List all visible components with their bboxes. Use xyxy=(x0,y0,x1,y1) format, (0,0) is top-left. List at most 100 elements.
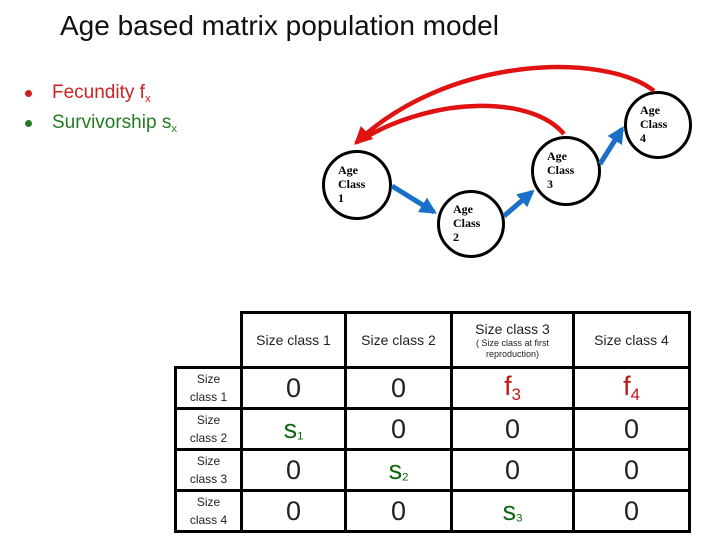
matrix-cell: 0 xyxy=(344,407,453,451)
cell-subscript: 3 xyxy=(511,385,521,404)
matrix-cell-value: f3 xyxy=(504,370,521,404)
cell-base: 0 xyxy=(623,454,640,485)
row-header-label: Size class 1 xyxy=(189,372,228,404)
matrix-row-header-1: Size class 1 xyxy=(174,366,243,410)
matrix-row-4: Size class 4 0 0 s3 0 xyxy=(174,489,691,533)
matrix-header-row: Size class 1 Size class 2 Size class 3 (… xyxy=(176,311,691,369)
cell-base: s xyxy=(388,454,403,485)
col-header-title: Size class 1 xyxy=(256,331,331,348)
matrix-cell: s1 xyxy=(240,407,347,451)
matrix-corner-blank xyxy=(176,313,242,368)
node-age-class-1: Age Class 1 xyxy=(322,150,392,220)
cell-base: s xyxy=(502,495,517,526)
bullet-fecundity: Fecundity fx xyxy=(22,78,177,108)
col-header-title: Size class 2 xyxy=(361,331,436,348)
matrix-row-3: Size class 3 0 s2 0 0 xyxy=(174,448,691,492)
bullet-fecundity-subscript: x xyxy=(144,92,151,105)
survivorship-arrow-class2-to-class3 xyxy=(502,189,535,218)
bullet-survivorship: Survivorship sx xyxy=(22,108,177,138)
matrix-row-header-2: Size class 2 xyxy=(174,407,243,451)
cell-base: 0 xyxy=(285,495,302,526)
population-matrix-table: Size class 1 Size class 2 Size class 3 (… xyxy=(174,311,691,533)
matrix-col-header-3: Size class 3 ( Size class at first repro… xyxy=(450,311,575,369)
node-age-class-4: Age Class 4 xyxy=(624,91,692,159)
matrix-cell: 0 xyxy=(450,448,575,492)
node-age-class-3: Age Class 3 xyxy=(531,136,601,206)
col-header-title: Size class 3 xyxy=(475,321,550,338)
cell-base: 0 xyxy=(390,372,407,403)
node-age-class-4-label: Age Class 4 xyxy=(640,103,668,145)
cell-base: 0 xyxy=(623,495,640,526)
bullet-survivorship-label: Survivorship sx xyxy=(52,112,177,135)
matrix-col-header-1: Size class 1 xyxy=(240,311,347,369)
cell-base: 0 xyxy=(285,372,302,403)
matrix-cell-value: 0 xyxy=(286,373,301,403)
matrix-cell-value: 0 xyxy=(624,455,639,485)
bullet-dot-icon xyxy=(25,119,32,127)
cell-subscript: 3 xyxy=(516,512,523,525)
fecundity-arrow-class3-to-class1 xyxy=(364,103,566,139)
matrix-cell: f4 xyxy=(572,366,691,410)
matrix-cell: 0 xyxy=(572,407,691,451)
fecundity-arrow-class4-to-class1 xyxy=(354,64,656,145)
bullet-list: Fecundity fx Survivorship sx xyxy=(22,78,177,138)
bullet-survivorship-text: Survivorship s xyxy=(52,111,172,133)
col-header-note xyxy=(575,348,688,349)
matrix-cell: 0 xyxy=(240,489,347,533)
bullet-survivorship-subscript: x xyxy=(171,122,178,135)
matrix-row-header-4: Size class 4 xyxy=(174,489,243,533)
row-header-label: Size class 3 xyxy=(189,454,228,486)
matrix-cell: 0 xyxy=(450,407,575,451)
row-header-label: Size class 4 xyxy=(189,495,228,527)
matrix-cell-value: 0 xyxy=(286,455,301,485)
row-header-label: Size class 2 xyxy=(189,413,228,445)
cell-base: s xyxy=(283,413,298,444)
col-header-note: ( Size class at first reproduction) xyxy=(475,338,549,359)
matrix-cell: 0 xyxy=(344,366,453,410)
cell-base: f xyxy=(504,370,512,401)
cell-base: 0 xyxy=(504,413,521,444)
matrix-cell-value: 0 xyxy=(391,373,406,403)
matrix-cell: f3 xyxy=(450,366,575,410)
cell-subscript: 2 xyxy=(402,471,409,484)
matrix-col-header-4: Size class 4 xyxy=(572,311,691,369)
cell-base: 0 xyxy=(504,454,521,485)
matrix-cell: 0 xyxy=(344,489,453,533)
matrix-cell-value: 0 xyxy=(624,496,639,526)
cell-base: 0 xyxy=(390,413,407,444)
matrix-row-2: Size class 2 s1 0 0 0 xyxy=(174,407,691,451)
matrix-row-1: Size class 1 0 0 f3 f4 xyxy=(174,366,691,410)
cell-subscript: 1 xyxy=(297,430,304,443)
matrix-cell-value: 0 xyxy=(391,496,406,526)
matrix-col-header-2: Size class 2 xyxy=(344,311,453,369)
survivorship-arrow-class3-to-class4 xyxy=(597,126,625,166)
matrix-cell-value: 0 xyxy=(391,414,406,444)
matrix-cell: s2 xyxy=(344,448,453,492)
bullet-fecundity-label: Fecundity fx xyxy=(52,82,151,105)
cell-base: f xyxy=(623,370,631,401)
survivorship-arrow-class1-to-class2 xyxy=(390,183,437,215)
cell-base: 0 xyxy=(285,454,302,485)
node-age-class-3-label: Age Class 3 xyxy=(547,149,575,191)
matrix-row-header-3: Size class 3 xyxy=(174,448,243,492)
node-age-class-2: Age Class 2 xyxy=(437,190,505,258)
node-age-class-2-label: Age Class 2 xyxy=(453,202,481,244)
cell-subscript: 4 xyxy=(630,385,640,404)
matrix-cell-value: s2 xyxy=(389,455,409,485)
matrix-cell-value: 0 xyxy=(505,414,520,444)
matrix-cell-value: 0 xyxy=(505,455,520,485)
col-header-note xyxy=(243,348,344,349)
matrix-cell: 0 xyxy=(240,448,347,492)
bullet-dot-icon xyxy=(25,89,32,97)
matrix-cell-value: 0 xyxy=(286,496,301,526)
bullet-fecundity-text: Fecundity f xyxy=(52,81,145,103)
cell-base: 0 xyxy=(390,495,407,526)
matrix-cell-value: s3 xyxy=(503,496,523,526)
cell-base: 0 xyxy=(623,413,640,444)
node-age-class-1-label: Age Class 1 xyxy=(338,163,366,205)
matrix-cell-value: 0 xyxy=(624,414,639,444)
matrix-cell: s3 xyxy=(450,489,575,533)
col-header-note xyxy=(347,348,450,349)
matrix-cell: 0 xyxy=(572,448,691,492)
